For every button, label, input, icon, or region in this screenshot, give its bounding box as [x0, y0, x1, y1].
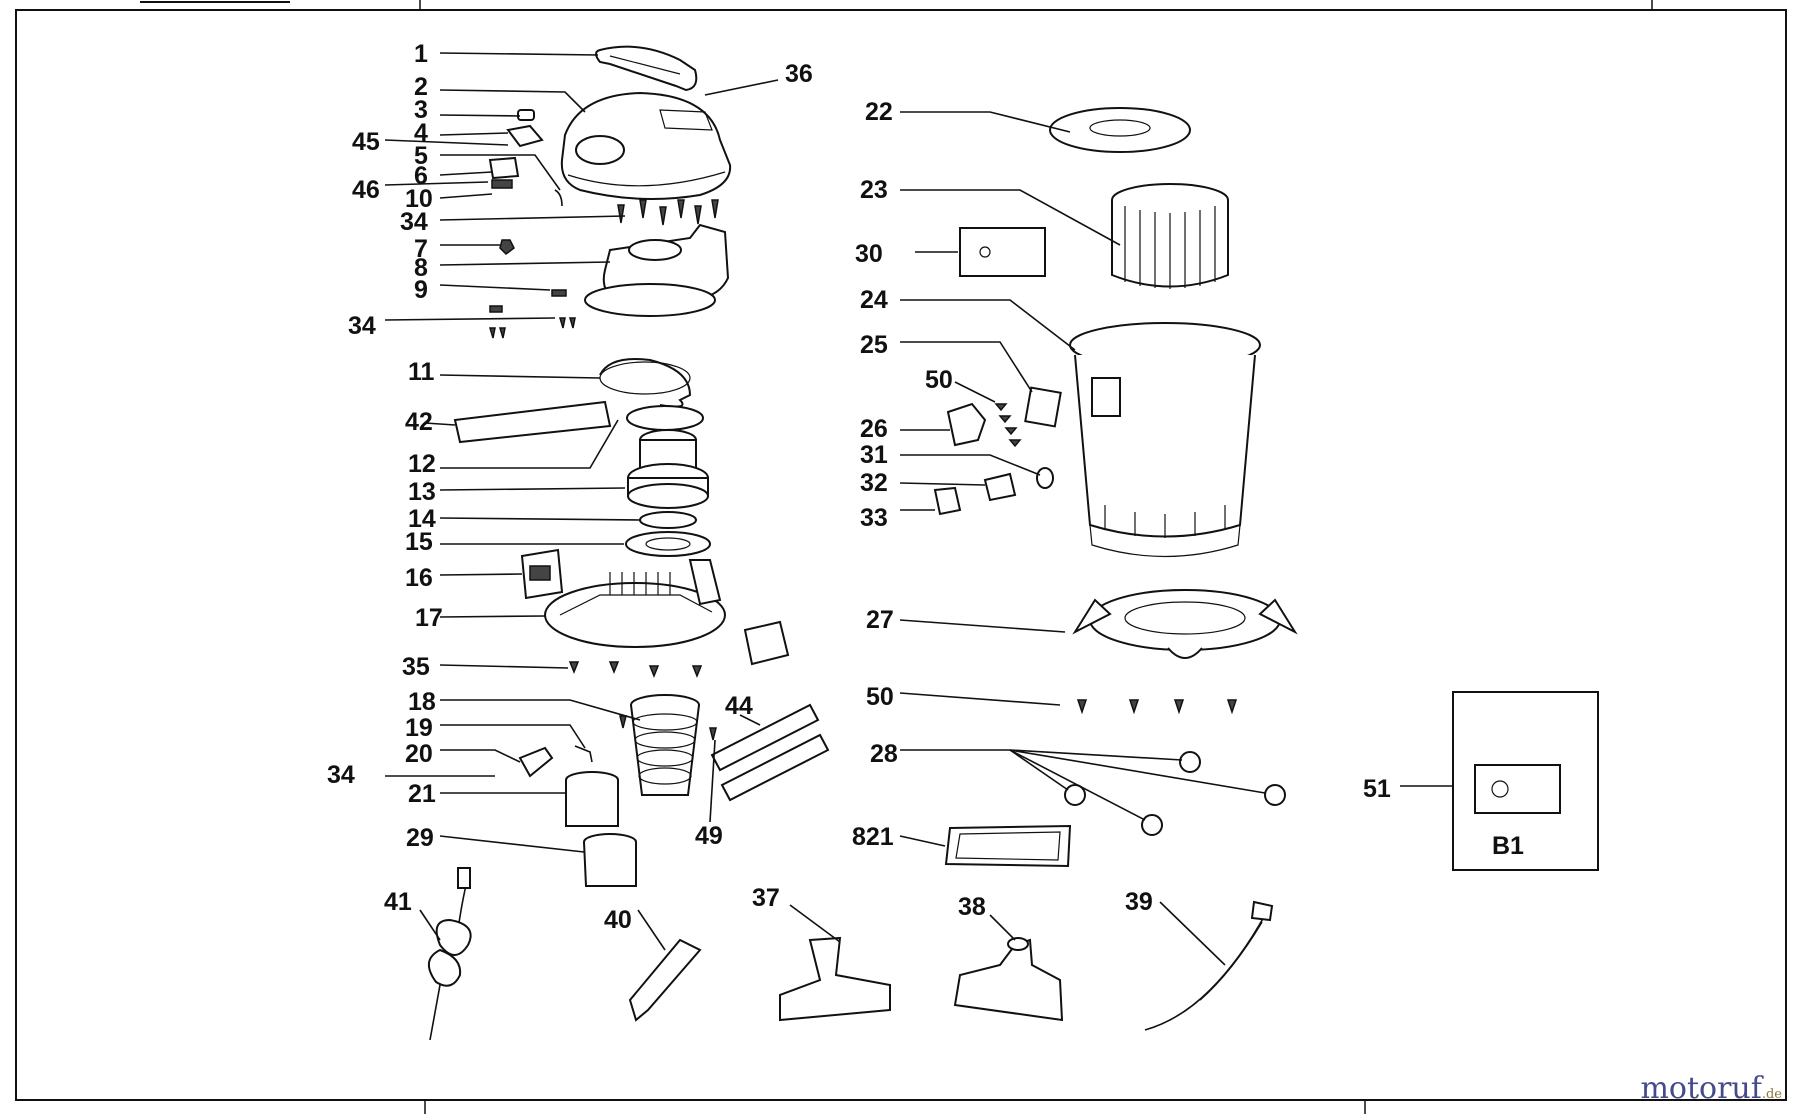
- screw-row-50: [1076, 699, 1238, 715]
- callout-19: 19: [405, 714, 433, 742]
- callout-41: 41: [384, 888, 412, 916]
- callout-27: 27: [866, 606, 894, 634]
- inlet-parts-25-33: [933, 386, 1062, 516]
- callout-22: 22: [865, 98, 893, 126]
- label-plate-30: [959, 227, 1046, 277]
- inset-box-51: [1452, 691, 1599, 871]
- motor-housing-part: [584, 223, 730, 317]
- callout-12: 12: [408, 450, 436, 478]
- callout-49: 49: [695, 822, 723, 850]
- callout-26: 26: [860, 415, 888, 443]
- tubes-44: [710, 703, 830, 802]
- callout-50-a: 50: [925, 366, 953, 394]
- callout-5: 5: [414, 142, 428, 170]
- watermark: motoruf.de: [1640, 1071, 1782, 1106]
- callout-25: 25: [860, 331, 888, 359]
- callout-42: 42: [405, 408, 433, 436]
- casters-28: [1064, 751, 1286, 836]
- callout-821: 821: [852, 823, 894, 851]
- top-cover-part: [560, 91, 732, 200]
- callout-31: 31: [860, 441, 888, 469]
- callout-11: 11: [408, 358, 435, 386]
- callout-10: 10: [405, 185, 433, 213]
- callout-45: 45: [352, 128, 380, 156]
- callout-23: 23: [860, 176, 888, 204]
- callout-34-c: 34: [327, 761, 355, 789]
- screw-row-34: [617, 199, 719, 226]
- callout-15: 15: [405, 528, 433, 556]
- float-cage-18: [619, 694, 717, 796]
- callout-4: 4: [414, 119, 428, 147]
- callout-32: 32: [860, 469, 888, 497]
- callout-51: 51: [1363, 775, 1391, 803]
- watermark-main: motoruf: [1640, 1071, 1762, 1106]
- callout-18: 18: [408, 688, 436, 716]
- callout-24: 24: [860, 286, 888, 314]
- callout-30: 30: [855, 240, 883, 268]
- cartridge-filter-23: [1111, 183, 1229, 289]
- callout-14: 14: [408, 505, 436, 533]
- callout-8: 8: [414, 254, 428, 282]
- hose-39: [1144, 900, 1274, 1031]
- callout-39: 39: [1125, 888, 1153, 916]
- callout-6: 6: [414, 162, 428, 190]
- foam-strip-42: [453, 400, 612, 444]
- callout-38: 38: [958, 893, 986, 921]
- sheet-frame: [15, 0, 1787, 1114]
- tank-lid-base-17: [544, 559, 790, 666]
- callout-3: 3: [414, 96, 428, 124]
- screw-row-35: [568, 661, 703, 679]
- callout-16: 16: [405, 564, 433, 592]
- small-parts-19-20: [518, 745, 593, 778]
- callout-2: 2: [414, 73, 428, 101]
- callout-40: 40: [604, 906, 632, 934]
- floor-nozzle-38: [953, 937, 1064, 1022]
- handle-part: [595, 45, 698, 92]
- callout-33: 33: [860, 504, 888, 532]
- callout-1: 1: [414, 40, 428, 68]
- callout-13: 13: [408, 478, 436, 506]
- crevice-nozzle-40: [628, 938, 702, 1022]
- small-clip-parts: [488, 239, 576, 339]
- callout-37: 37: [752, 884, 780, 912]
- callout-17: 17: [415, 604, 443, 632]
- power-cord-41: [428, 867, 472, 1041]
- tank-24: [1069, 322, 1261, 558]
- callout-28: 28: [870, 740, 898, 768]
- motor-stack-parts: [625, 405, 711, 557]
- callout-29: 29: [406, 824, 434, 852]
- callout-34-a: 34: [400, 208, 428, 236]
- watermark-suffix: .de: [1761, 1087, 1782, 1102]
- callout-46: 46: [352, 176, 380, 204]
- gasket-821: [944, 824, 1072, 868]
- filters-21-29: [565, 771, 637, 887]
- seal-ring-11: [599, 358, 692, 408]
- callout-9: 9: [414, 276, 428, 304]
- callout-21: 21: [408, 780, 436, 808]
- callout-35: 35: [402, 653, 430, 681]
- callout-44: 44: [725, 692, 753, 720]
- callout-34-b: 34: [348, 312, 376, 340]
- inset-label-b1: B1: [1492, 832, 1524, 860]
- callout-7: 7: [414, 235, 428, 263]
- switch-parts: [488, 109, 563, 207]
- callout-20: 20: [405, 740, 433, 768]
- caster-base-27: [1072, 589, 1298, 659]
- latch-part-16: [520, 548, 564, 600]
- callout-36: 36: [785, 60, 813, 88]
- leader-lines: [384, 52, 1453, 966]
- filter-cover-22: [1049, 107, 1191, 153]
- floor-nozzle-37: [779, 936, 891, 1022]
- callout-50-b: 50: [866, 683, 894, 711]
